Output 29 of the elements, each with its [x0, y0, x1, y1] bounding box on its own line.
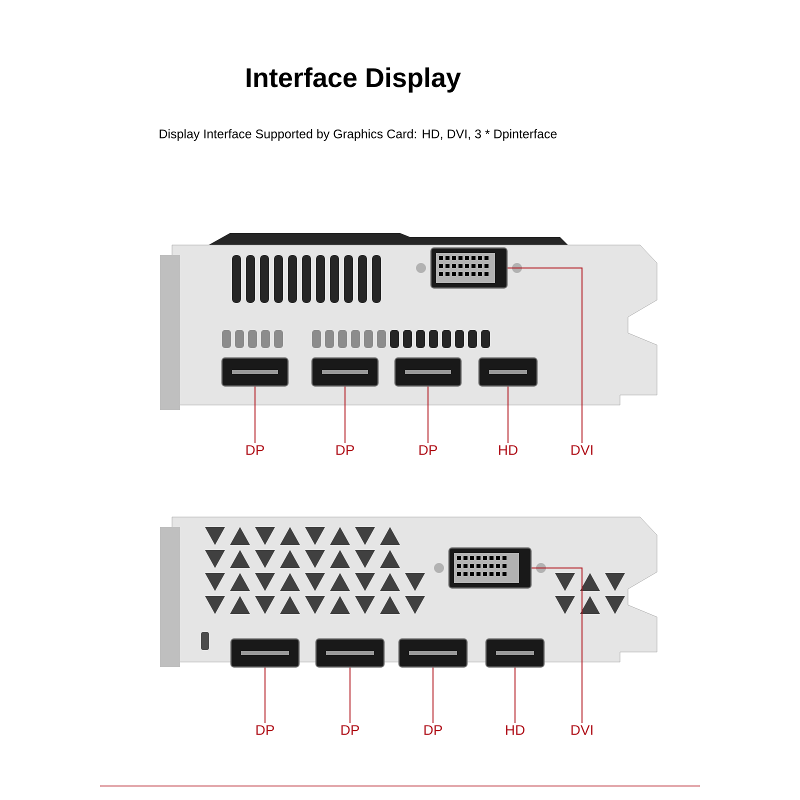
hdmi-connector: [478, 357, 538, 387]
dvi-connector: [416, 247, 522, 289]
leader-line: [507, 268, 582, 444]
port-label: DP: [419, 445, 437, 455]
caption: Display Interface Supported by Graphics Card: HD, DVI, 3 * Dpinterface: [160, 129, 557, 141]
dvi-connector: [434, 547, 546, 589]
port-label: DVI: [571, 445, 592, 455]
displayport-connector: [221, 357, 289, 387]
leader-line: [531, 568, 582, 724]
hdmi-connector: [485, 638, 545, 668]
port-label: DP: [336, 445, 354, 455]
leader-line: [432, 667, 434, 724]
leader-line: [264, 667, 266, 724]
leader-line: [514, 667, 516, 724]
port-label: DP: [424, 725, 442, 735]
port-label: DP: [256, 725, 274, 735]
displayport-connector: [394, 357, 462, 387]
leader-line: [344, 386, 346, 444]
port-label: DP: [246, 445, 264, 455]
port-label: HD: [499, 445, 518, 455]
title: Interface Display: [246, 67, 461, 93]
displayport-connector: [311, 357, 379, 387]
displayport-connector: [315, 638, 385, 668]
displayport-connector: [230, 638, 300, 668]
port-label: HD: [506, 725, 524, 735]
port-label: DP: [341, 725, 359, 735]
port-label: DVI: [571, 725, 592, 735]
displayport-connector: [398, 638, 468, 668]
leader-line: [254, 386, 256, 444]
